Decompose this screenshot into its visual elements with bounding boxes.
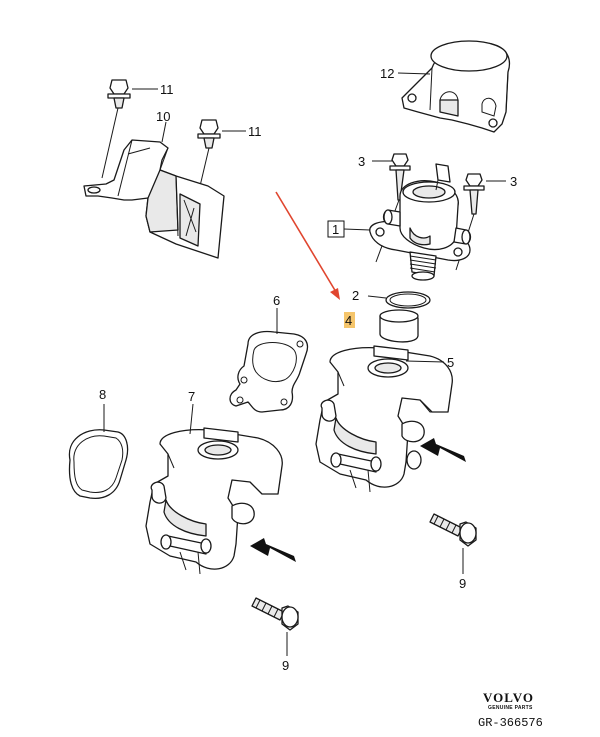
volvo-logo: VOLVO GENUINE PARTS <box>483 690 534 711</box>
part-2-o-ring <box>385 291 431 309</box>
callout-1: 1 <box>332 222 339 237</box>
callout-9a: 9 <box>459 576 466 591</box>
leader-2 <box>367 295 387 299</box>
figure-code: GR-366576 <box>478 716 543 730</box>
part-1-fuel-pump <box>369 163 472 281</box>
part-9-bolt-a <box>429 513 477 547</box>
callout-6: 6 <box>273 293 280 308</box>
part-11-bolt-a <box>101 79 131 179</box>
part-3-bolt-a <box>375 153 411 263</box>
callout-11b: 11 <box>248 124 262 139</box>
part-6-gasket <box>229 330 309 413</box>
callout-5: 5 <box>447 355 454 370</box>
callout-12: 12 <box>380 66 394 81</box>
callout-11a: 11 <box>160 82 174 97</box>
highlight-callout-4 <box>344 312 355 328</box>
part-8-seal <box>68 429 129 500</box>
callout-3b: 3 <box>510 174 517 189</box>
pointer-arrow <box>275 191 340 300</box>
svg-text:GENUINE PARTS: GENUINE PARTS <box>488 705 533 711</box>
callout-10: 10 <box>156 109 170 124</box>
leader-1 <box>343 228 371 231</box>
part-7-pump-housing <box>145 427 283 575</box>
callout-4: 4 <box>345 313 352 328</box>
leader-10 <box>161 121 167 143</box>
direction-arrow-left <box>250 538 296 562</box>
part-9-bolt-b <box>251 597 299 631</box>
direction-arrow-right <box>420 438 466 462</box>
leader-5 <box>405 360 445 363</box>
leader-7 <box>189 403 194 435</box>
callout-7: 7 <box>188 389 195 404</box>
part-4-tappet <box>379 309 419 343</box>
part-12-cover <box>401 40 511 133</box>
callout-8: 8 <box>99 387 106 402</box>
callout-3a: 3 <box>358 154 365 169</box>
part-5-pump-housing <box>315 345 453 493</box>
svg-text:VOLVO: VOLVO <box>483 690 534 705</box>
callout-2: 2 <box>352 288 359 303</box>
leader-12 <box>397 72 431 75</box>
callout-9b: 9 <box>282 658 289 673</box>
part-11-bolt-b <box>191 119 221 221</box>
part-10-heat-shield <box>83 139 225 259</box>
